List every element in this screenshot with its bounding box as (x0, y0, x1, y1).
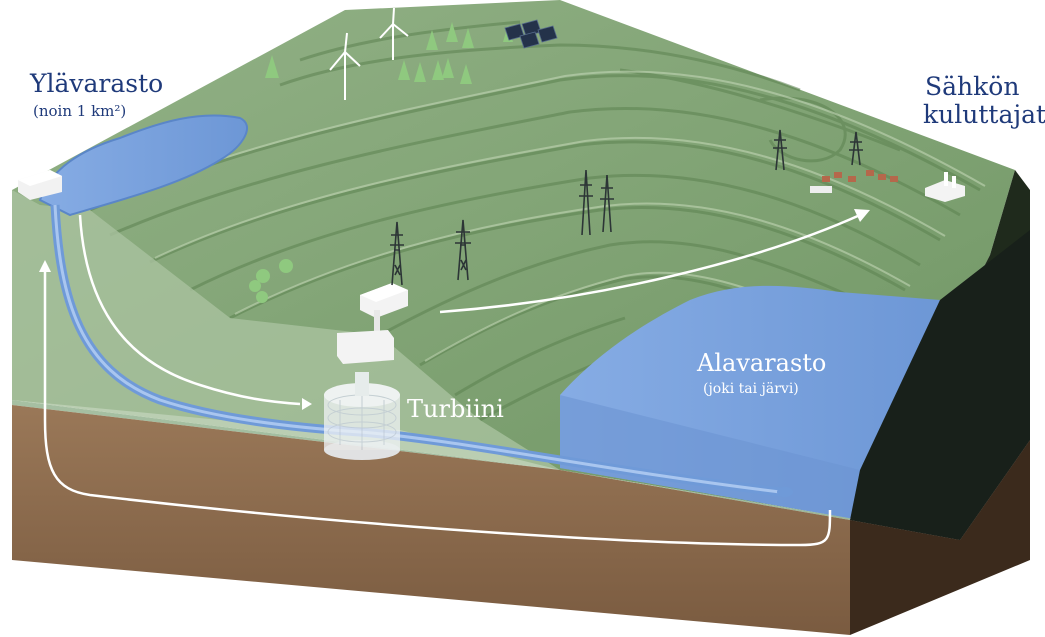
terrain-front-face (12, 190, 850, 520)
powerhouse (337, 283, 408, 364)
wind-turbines (329, 7, 409, 100)
lower-reservoir-note-label: (joki tai järvi) (703, 381, 799, 397)
upper-reservoir (38, 114, 249, 217)
soil-layer (12, 405, 850, 635)
trees (249, 22, 513, 303)
consumers-label-line2: kuluttajat (923, 100, 1045, 129)
flow-arrows (39, 209, 870, 547)
lower-reservoir-label: Alavarasto (697, 349, 827, 377)
upper-reservoir-label: Ylävarasto (30, 69, 164, 98)
solar-panels (504, 19, 558, 49)
consumers-label-line1: Sähkön (925, 72, 1020, 101)
consumer-buildings (810, 170, 965, 202)
transmission-towers (390, 129, 863, 286)
turbine-label: Turbiini (407, 395, 504, 423)
turbine-unit (324, 372, 400, 460)
upper-reservoir-size-label: (noin 1 km²) (33, 102, 127, 120)
intake-building (18, 170, 62, 200)
